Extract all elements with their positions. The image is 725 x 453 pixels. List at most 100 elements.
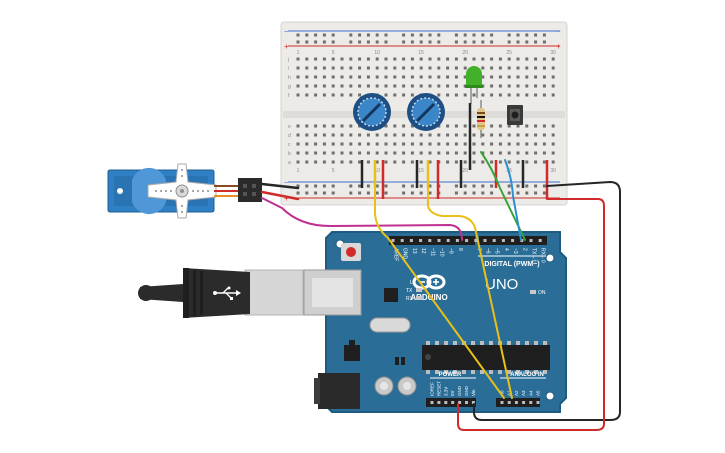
terminal-hole[interactable] <box>481 160 485 164</box>
rail-hole[interactable] <box>314 40 318 44</box>
terminal-hole[interactable] <box>358 142 362 146</box>
terminal-hole[interactable] <box>498 151 502 155</box>
terminal-hole[interactable] <box>296 66 300 70</box>
terminal-hole[interactable] <box>454 124 458 128</box>
terminal-hole[interactable] <box>507 75 511 79</box>
rail-hole[interactable] <box>428 40 432 44</box>
terminal-hole[interactable] <box>419 142 423 146</box>
terminal-hole[interactable] <box>305 151 309 155</box>
servo-power-wire[interactable] <box>260 190 300 201</box>
servo-motor-icon[interactable] <box>107 163 262 219</box>
potentiometer-icon[interactable] <box>407 93 445 131</box>
terminal-hole[interactable] <box>542 133 546 137</box>
terminal-hole[interactable] <box>498 66 502 70</box>
header-pin[interactable] <box>500 401 504 404</box>
terminal-hole[interactable] <box>322 142 326 146</box>
rail-hole[interactable] <box>375 191 379 195</box>
header-pin[interactable] <box>446 239 450 242</box>
rail-hole[interactable] <box>358 40 362 44</box>
terminal-hole[interactable] <box>490 66 494 70</box>
terminal-hole[interactable] <box>366 160 370 164</box>
rail-hole[interactable] <box>481 191 485 195</box>
terminal-hole[interactable] <box>384 124 388 128</box>
terminal-hole[interactable] <box>340 75 344 79</box>
reset-button-cap[interactable] <box>346 247 356 257</box>
header-pin[interactable] <box>465 239 469 242</box>
terminal-hole[interactable] <box>358 84 362 88</box>
terminal-hole[interactable] <box>419 151 423 155</box>
terminal-hole[interactable] <box>349 142 353 146</box>
terminal-hole[interactable] <box>331 151 335 155</box>
terminal-hole[interactable] <box>551 133 555 137</box>
terminal-hole[interactable] <box>534 66 538 70</box>
terminal-hole[interactable] <box>375 160 379 164</box>
servo-ground-wire[interactable] <box>260 182 300 190</box>
terminal-hole[interactable] <box>314 142 318 146</box>
terminal-hole[interactable] <box>410 57 414 61</box>
terminal-hole[interactable] <box>419 84 423 88</box>
terminal-hole[interactable] <box>402 151 406 155</box>
terminal-hole[interactable] <box>525 57 529 61</box>
rail-hole[interactable] <box>349 33 353 37</box>
rail-hole[interactable] <box>402 40 406 44</box>
rail-hole[interactable] <box>358 33 362 37</box>
terminal-hole[interactable] <box>322 160 326 164</box>
terminal-hole[interactable] <box>481 93 485 97</box>
terminal-hole[interactable] <box>534 57 538 61</box>
rail-hole[interactable] <box>490 191 494 195</box>
terminal-hole[interactable] <box>516 93 520 97</box>
terminal-hole[interactable] <box>366 75 370 79</box>
terminal-hole[interactable] <box>314 57 318 61</box>
terminal-hole[interactable] <box>358 160 362 164</box>
rail-hole[interactable] <box>331 33 335 37</box>
rail-hole[interactable] <box>419 184 423 188</box>
terminal-hole[interactable] <box>340 93 344 97</box>
terminal-hole[interactable] <box>305 57 309 61</box>
terminal-hole[interactable] <box>454 75 458 79</box>
terminal-hole[interactable] <box>428 142 432 146</box>
header-pin[interactable] <box>465 401 468 404</box>
terminal-hole[interactable] <box>340 160 344 164</box>
terminal-hole[interactable] <box>507 84 511 88</box>
terminal-hole[interactable] <box>402 75 406 79</box>
terminal-hole[interactable] <box>375 75 379 79</box>
header-pin[interactable] <box>511 239 515 242</box>
rail-hole[interactable] <box>296 40 300 44</box>
terminal-hole[interactable] <box>393 160 397 164</box>
terminal-hole[interactable] <box>437 75 441 79</box>
header-pin[interactable] <box>474 239 478 242</box>
rail-hole[interactable] <box>384 40 388 44</box>
terminal-hole[interactable] <box>551 93 555 97</box>
rail-hole[interactable] <box>366 184 370 188</box>
rail-hole[interactable] <box>481 33 485 37</box>
terminal-hole[interactable] <box>542 75 546 79</box>
terminal-hole[interactable] <box>481 75 485 79</box>
terminal-hole[interactable] <box>296 160 300 164</box>
terminal-hole[interactable] <box>490 93 494 97</box>
terminal-hole[interactable] <box>490 133 494 137</box>
terminal-hole[interactable] <box>358 66 362 70</box>
terminal-hole[interactable] <box>322 93 326 97</box>
terminal-hole[interactable] <box>402 66 406 70</box>
terminal-hole[interactable] <box>516 142 520 146</box>
terminal-hole[interactable] <box>340 133 344 137</box>
pot2-signal-wire[interactable] <box>427 187 513 399</box>
terminal-hole[interactable] <box>498 93 502 97</box>
terminal-hole[interactable] <box>542 57 546 61</box>
terminal-hole[interactable] <box>551 142 555 146</box>
terminal-hole[interactable] <box>551 151 555 155</box>
terminal-hole[interactable] <box>463 160 467 164</box>
terminal-hole[interactable] <box>349 133 353 137</box>
terminal-hole[interactable] <box>402 133 406 137</box>
terminal-hole[interactable] <box>358 93 362 97</box>
terminal-hole[interactable] <box>481 66 485 70</box>
header-pin[interactable] <box>437 239 441 242</box>
rail-hole[interactable] <box>402 191 406 195</box>
terminal-hole[interactable] <box>542 66 546 70</box>
terminal-hole[interactable] <box>331 57 335 61</box>
terminal-hole[interactable] <box>322 133 326 137</box>
rail-hole[interactable] <box>490 40 494 44</box>
terminal-hole[interactable] <box>349 57 353 61</box>
